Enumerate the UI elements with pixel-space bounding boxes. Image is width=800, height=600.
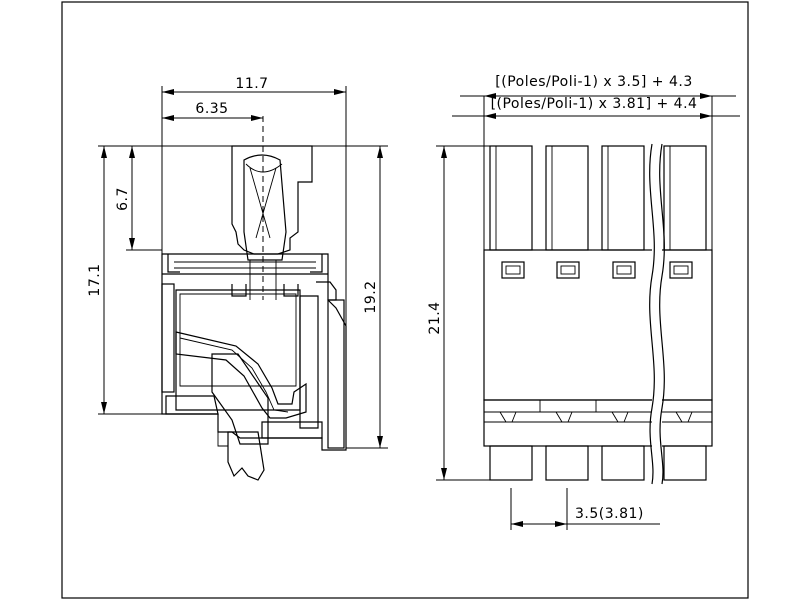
upper-pin-section [231, 145, 313, 300]
side-view: 11.7 6.35 6.7 17.1 [87, 76, 388, 481]
front-body [483, 249, 713, 401]
bottom-pins [489, 445, 707, 481]
front-view: [(Poles/Poli-1) x 3.5] + 4.3 [(Poles/Pol… [427, 74, 740, 530]
wire-windows [501, 261, 693, 279]
dim-height-total: 19.2 [312, 145, 388, 449]
formula-35-label: [(Poles/Poli-1) x 3.5] + 4.3 [495, 74, 692, 90]
dim-width-to-center: 6.35 [162, 101, 263, 121]
dim-height-body-label: 17.1 [87, 263, 103, 296]
dim-pitch: 3.5(3.81) [510, 488, 660, 530]
lower-flange [483, 399, 713, 447]
solder-pin [217, 414, 265, 481]
formula-381-label: [(Poles/Poli-1) x 3.81] + 4.4 [491, 96, 698, 112]
break-lines [649, 143, 665, 485]
housing-body [161, 253, 347, 451]
dim-front-width: [(Poles/Poli-1) x 3.5] + 4.3 [(Poles/Pol… [452, 74, 740, 250]
top-pins [489, 145, 707, 251]
dim-width-overall-label: 11.7 [235, 76, 268, 92]
dim-width-overall: 11.7 [161, 76, 347, 326]
dim-front-height: 21.4 [427, 145, 490, 481]
dim-pitch-label: 3.5(3.81) [575, 506, 644, 522]
dim-height-upper-label: 6.7 [115, 187, 131, 211]
latch-hook [316, 281, 337, 301]
dim-height-total-label: 19.2 [363, 280, 379, 313]
dim-height-upper: 6.7 [115, 145, 232, 251]
contact-clamp [175, 331, 307, 445]
dim-width-to-center-label: 6.35 [195, 101, 228, 117]
drawing-frame [61, 1, 749, 599]
dim-height-body: 17.1 [87, 145, 162, 415]
dim-front-height-label: 21.4 [427, 301, 443, 334]
